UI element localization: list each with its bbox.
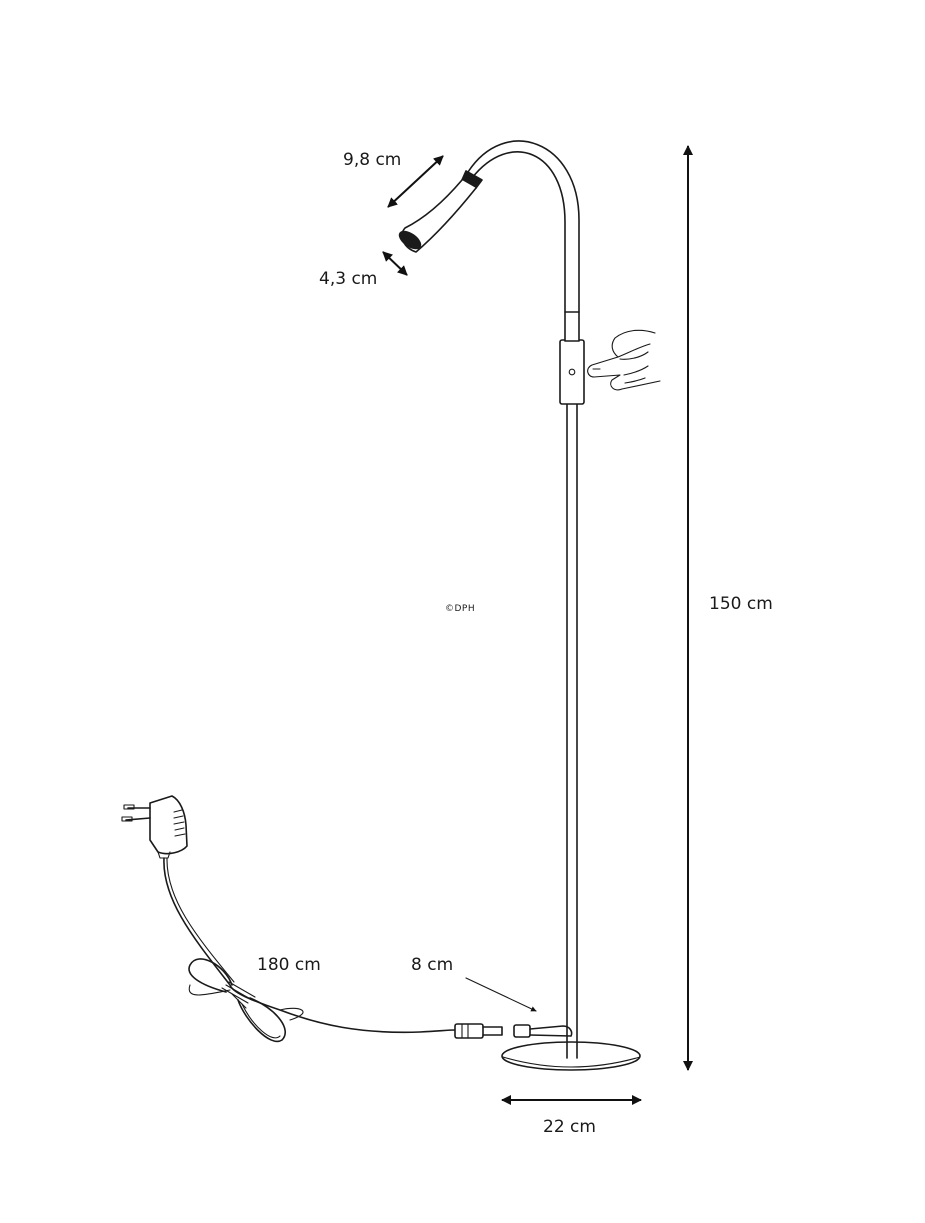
connector-length-label: 8 cm [411,955,454,975]
switch-housing [559,339,585,405]
gooseneck-arm [467,140,580,313]
total-height-label: 150 cm [709,594,773,614]
lamp-head [398,170,483,253]
lamp-base [501,1041,641,1071]
head-width-label: 4,3 cm [319,269,378,289]
pole-sleeve [564,311,580,342]
lamp-pole [566,402,578,1059]
connector-pointer-arrow [465,977,537,1012]
power-adapter [121,795,188,859]
base-diameter-label: 22 cm [543,1117,596,1137]
cable-connectors [454,1023,573,1039]
cable-length-label: 180 cm [257,955,321,975]
head-width-arrow [382,251,408,276]
power-cable [163,857,456,1043]
watermark: ©DPH [445,604,476,614]
head-length-arrow [387,155,444,208]
head-length-label: 9,8 cm [343,150,402,170]
hand-pressing-switch [587,329,661,391]
